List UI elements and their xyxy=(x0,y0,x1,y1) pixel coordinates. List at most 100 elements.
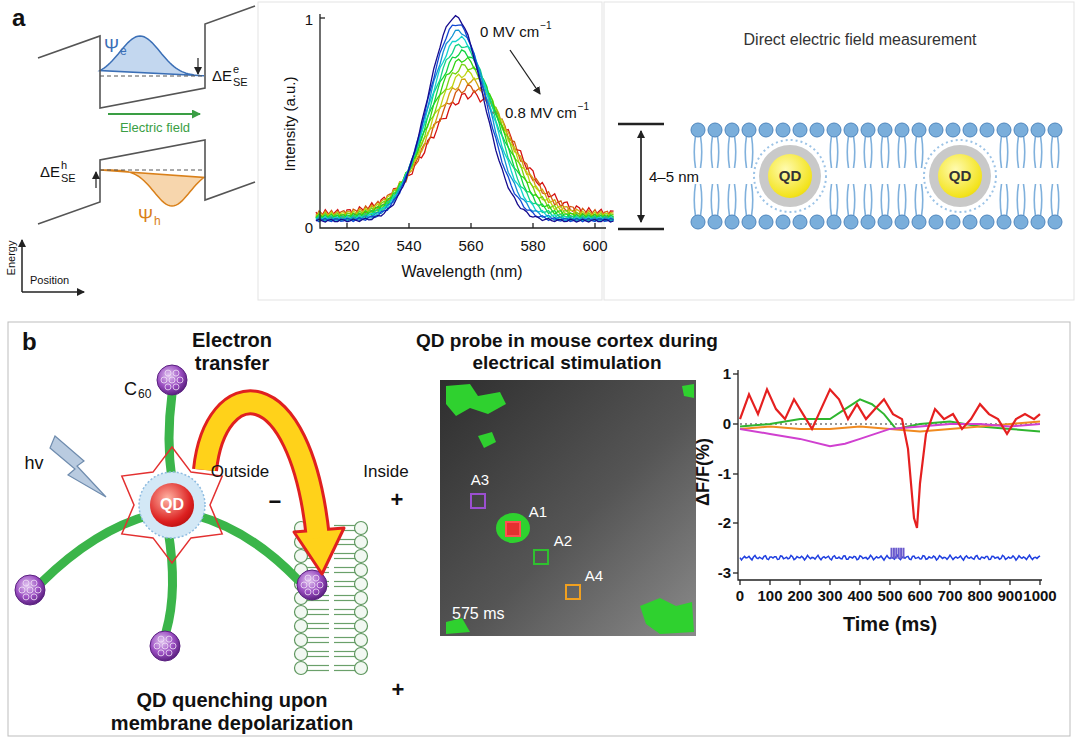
qd-conjugate-illustration xyxy=(19,587,25,593)
qd-conjugate-illustration xyxy=(313,589,319,595)
figure-label: -3 xyxy=(718,564,731,581)
qd-conjugate-illustration xyxy=(170,643,176,649)
membrane-illustration xyxy=(728,184,729,216)
cortex-micrograph xyxy=(534,550,548,564)
membrane-illustration xyxy=(711,184,712,216)
figure-label: 60 xyxy=(138,388,151,402)
membrane-illustration xyxy=(1031,215,1045,229)
qd-conjugate-illustration xyxy=(334,595,355,596)
qd-conjugate-illustration xyxy=(295,522,368,675)
qd-conjugate-illustration xyxy=(334,572,355,573)
figure-label: Ψ xyxy=(138,206,153,227)
membrane-illustration xyxy=(735,136,736,168)
qd-conjugate-illustration xyxy=(305,575,311,581)
membrane-illustration xyxy=(618,123,1062,229)
spectrum-chart xyxy=(316,57,614,220)
membrane-illustration xyxy=(963,215,977,229)
membrane-illustration xyxy=(871,136,872,168)
membrane-illustration xyxy=(728,136,729,168)
membrane-illustration xyxy=(694,184,695,216)
qd-conjugate-illustration xyxy=(305,589,311,595)
figure-label: 700 xyxy=(937,587,962,604)
membrane-illustration xyxy=(922,136,923,168)
qd-conjugate-illustration xyxy=(334,628,355,629)
spectrum-chart xyxy=(532,223,533,228)
spectrum-chart xyxy=(408,223,409,228)
qd-conjugate-illustration xyxy=(295,620,308,633)
membrane-illustration xyxy=(830,136,831,168)
figure-label: hv xyxy=(24,453,43,474)
trace-chart xyxy=(799,580,800,585)
qd-conjugate-illustration xyxy=(295,662,308,675)
membrane-illustration xyxy=(1041,184,1042,216)
spectrum-chart xyxy=(316,70,614,219)
node-label: QD xyxy=(160,496,184,514)
spectrum-chart xyxy=(316,14,614,228)
figure-label: 0 xyxy=(736,587,744,604)
membrane-illustration xyxy=(980,123,994,137)
figure-label: Energy xyxy=(5,241,18,276)
spectrum-chart xyxy=(316,50,614,221)
qd-conjugate-illustration xyxy=(154,643,160,649)
figure-label: Electric field xyxy=(120,121,190,136)
trace-chart xyxy=(769,580,770,585)
figure-label: Outside xyxy=(211,462,270,482)
qd-conjugate-illustration xyxy=(157,365,187,395)
figure-label: A1 xyxy=(529,503,547,520)
cortex-micrograph xyxy=(440,380,696,636)
membrane-illustration xyxy=(847,136,848,168)
figure-label: Intensity (a.u.) xyxy=(281,76,298,171)
qd-conjugate-illustration xyxy=(15,365,368,675)
figure-label: A3 xyxy=(471,471,489,488)
qd-conjugate-illustration xyxy=(295,634,308,647)
trace-chart xyxy=(949,580,950,585)
membrane-illustration xyxy=(997,123,1011,137)
membrane-illustration xyxy=(1000,136,1001,168)
figure-label: 580 xyxy=(520,237,545,254)
figure-label: QD quenching upon membrane depolarizatio… xyxy=(87,689,377,735)
membrane-illustration xyxy=(864,184,865,216)
membrane-illustration xyxy=(1041,136,1042,168)
trace-chart xyxy=(739,580,740,585)
qd-conjugate-illustration xyxy=(150,631,180,661)
spectrum-chart xyxy=(316,30,614,221)
membrane-illustration xyxy=(1048,123,1062,137)
figure-label: 500 xyxy=(877,587,902,604)
spectrum-chart xyxy=(316,44,614,221)
membrane-illustration xyxy=(1031,123,1045,137)
cortex-micrograph xyxy=(471,494,485,508)
figure-label: −1 xyxy=(540,20,551,32)
qd-conjugate-illustration xyxy=(355,564,368,577)
membrane-illustration xyxy=(776,215,790,229)
spectrum-chart xyxy=(510,50,540,94)
trace-chart xyxy=(889,580,890,585)
membrane-illustration xyxy=(898,184,899,216)
spectrum-chart xyxy=(320,17,325,18)
membrane-illustration xyxy=(1051,136,1052,168)
trace-chart xyxy=(733,522,738,523)
figure-label: Position xyxy=(30,274,69,287)
quantum-dot: QD xyxy=(938,154,982,198)
qd-conjugate-illustration xyxy=(169,377,175,383)
qd-conjugate-illustration xyxy=(307,670,329,671)
qd-conjugate-illustration xyxy=(355,648,368,661)
qd-conjugate-illustration xyxy=(355,522,368,535)
qd-conjugate-illustration xyxy=(334,665,355,666)
qd-conjugate-illustration xyxy=(334,637,355,638)
trace-chart xyxy=(893,548,895,559)
trace-chart xyxy=(859,580,860,585)
qd-conjugate-illustration xyxy=(307,651,329,652)
figure-label: 1 xyxy=(723,365,731,382)
membrane-illustration xyxy=(718,136,719,168)
band-diagram xyxy=(22,291,84,293)
membrane-illustration xyxy=(759,145,821,207)
qd-conjugate-illustration xyxy=(334,614,355,615)
trace-chart xyxy=(733,572,738,573)
membrane-illustration xyxy=(905,136,906,168)
qd-conjugate-illustration xyxy=(307,665,329,666)
figure-label: A2 xyxy=(554,532,572,549)
membrane-illustration xyxy=(922,184,923,216)
membrane-illustration xyxy=(881,184,882,216)
qd-conjugate-illustration xyxy=(334,642,355,643)
